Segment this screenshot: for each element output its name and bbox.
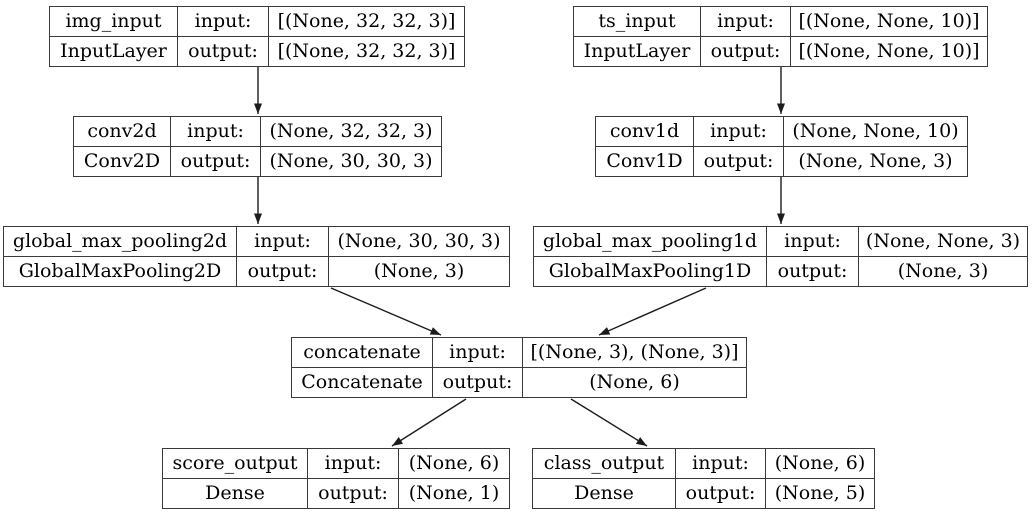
edge-global_max_pooling1d-concatenate bbox=[598, 287, 707, 336]
output-label: output: bbox=[676, 478, 766, 508]
output-label: output: bbox=[701, 36, 791, 66]
input-shape: [(None, 3), (None, 3)] bbox=[523, 338, 746, 368]
input-label: input: bbox=[767, 227, 859, 257]
output-shape: (None, 3) bbox=[373, 259, 465, 282]
layer-type: Dense bbox=[533, 478, 676, 508]
output-shape: (None, None, 3) bbox=[798, 149, 953, 172]
layer-name: conv1d bbox=[596, 117, 694, 147]
input-shape: (None, 32, 32, 3) bbox=[261, 117, 441, 147]
edge-concatenate-score_output bbox=[391, 398, 467, 447]
layer-type: GlobalMaxPooling2D bbox=[4, 256, 237, 286]
input-shape: (None, 6) bbox=[766, 449, 874, 479]
edge-concatenate-class_output bbox=[570, 398, 648, 447]
output-label: output: bbox=[171, 146, 261, 176]
input-label: input: bbox=[308, 449, 399, 479]
layer-type: GlobalMaxPooling1D bbox=[534, 256, 767, 286]
edge-global_max_pooling2d-concatenate bbox=[330, 287, 442, 336]
layer-name: concatenate bbox=[292, 338, 433, 368]
layer-name: score_output bbox=[163, 449, 308, 479]
node-global_max_pooling1d: global_max_pooling1d input: (None, None,… bbox=[533, 226, 1028, 287]
layer-type: Conv1D bbox=[596, 146, 694, 176]
input-label: input: bbox=[178, 7, 269, 37]
input-label: input: bbox=[694, 117, 784, 147]
output-label: output: bbox=[433, 367, 523, 397]
input-shape: (None, 30, 30, 3) bbox=[329, 227, 509, 257]
layer-type: InputLayer bbox=[50, 36, 178, 66]
node-img_input: img_input input: [(None, 32, 32, 3)] Inp… bbox=[49, 6, 465, 67]
input-label: input: bbox=[433, 338, 523, 368]
input-shape: (None, None, 3) bbox=[859, 227, 1027, 257]
output-shape: (None, 3) bbox=[897, 259, 989, 282]
output-shape: (None, 5) bbox=[774, 481, 866, 504]
layer-name: img_input bbox=[50, 7, 178, 37]
input-shape: [(None, None, 10)] bbox=[791, 7, 987, 37]
node-score_output: score_output input: (None, 6) Dense outp… bbox=[162, 448, 510, 509]
input-shape: (None, 6) bbox=[399, 449, 509, 479]
output-shape: [(None, None, 10)] bbox=[798, 39, 980, 62]
input-label: input: bbox=[171, 117, 261, 147]
output-label: output: bbox=[237, 256, 329, 286]
input-label: input: bbox=[676, 449, 766, 479]
layer-type: InputLayer bbox=[574, 36, 701, 66]
output-shape: (None, 1) bbox=[408, 481, 500, 504]
input-shape: (None, None, 10) bbox=[784, 117, 967, 147]
layer-type: Dense bbox=[163, 478, 308, 508]
input-label: input: bbox=[237, 227, 329, 257]
node-ts_input: ts_input input: [(None, None, 10)] Input… bbox=[573, 6, 988, 67]
output-label: output: bbox=[308, 478, 399, 508]
node-conv2d: conv2d input: (None, 32, 32, 3) Conv2D o… bbox=[73, 116, 442, 177]
layer-type: Concatenate bbox=[292, 367, 433, 397]
layer-name: ts_input bbox=[574, 7, 701, 37]
layer-name: conv2d bbox=[74, 117, 171, 147]
output-label: output: bbox=[767, 256, 859, 286]
output-shape: (None, 30, 30, 3) bbox=[269, 149, 433, 172]
input-label: input: bbox=[701, 7, 791, 37]
output-shape: [(None, 32, 32, 3)] bbox=[277, 39, 456, 62]
output-label: output: bbox=[694, 146, 784, 176]
layer-name: global_max_pooling1d bbox=[534, 227, 767, 257]
layer-name: class_output bbox=[533, 449, 676, 479]
node-global_max_pooling2d: global_max_pooling2d input: (None, 30, 3… bbox=[3, 226, 510, 287]
output-label: output: bbox=[178, 36, 269, 66]
node-class_output: class_output input: (None, 6) Dense outp… bbox=[532, 448, 875, 509]
layer-name: global_max_pooling2d bbox=[4, 227, 237, 257]
layer-type: Conv2D bbox=[74, 146, 171, 176]
node-conv1d: conv1d input: (None, None, 10) Conv1D ou… bbox=[595, 116, 968, 177]
input-shape: [(None, 32, 32, 3)] bbox=[269, 7, 464, 37]
node-concatenate: concatenate input: [(None, 3), (None, 3)… bbox=[291, 337, 747, 398]
output-shape: (None, 6) bbox=[589, 370, 680, 393]
